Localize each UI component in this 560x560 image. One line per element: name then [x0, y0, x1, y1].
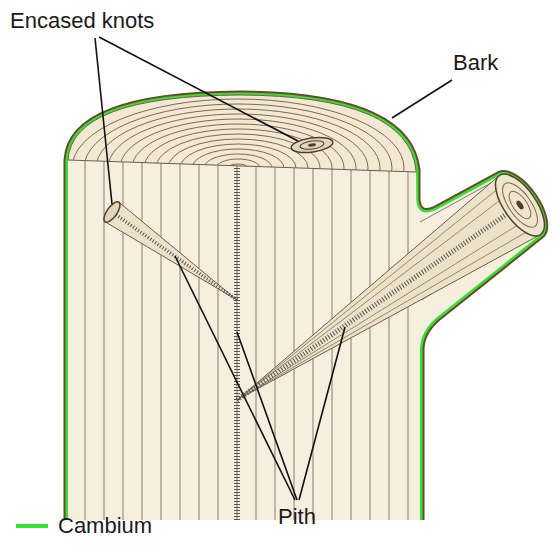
top-knot	[290, 135, 334, 155]
legend-item: Cambium	[14, 513, 152, 539]
branch	[237, 166, 554, 400]
front-face-grain	[68, 160, 420, 520]
cambium-sample-line	[16, 524, 48, 528]
legend: Cambium	[14, 513, 152, 539]
legend-line-sample	[14, 521, 50, 531]
part-label: Pith	[278, 504, 316, 530]
log-body	[68, 95, 544, 520]
part-label: Bark	[453, 50, 498, 76]
leader-lines	[95, 37, 452, 500]
left-knot	[101, 199, 237, 300]
bark	[68, 95, 544, 520]
top-face	[68, 95, 416, 172]
cambium-line	[68, 95, 544, 520]
part-label: Encased knots	[10, 8, 154, 34]
central-pith	[234, 168, 240, 520]
legend-label: Cambium	[58, 513, 152, 539]
